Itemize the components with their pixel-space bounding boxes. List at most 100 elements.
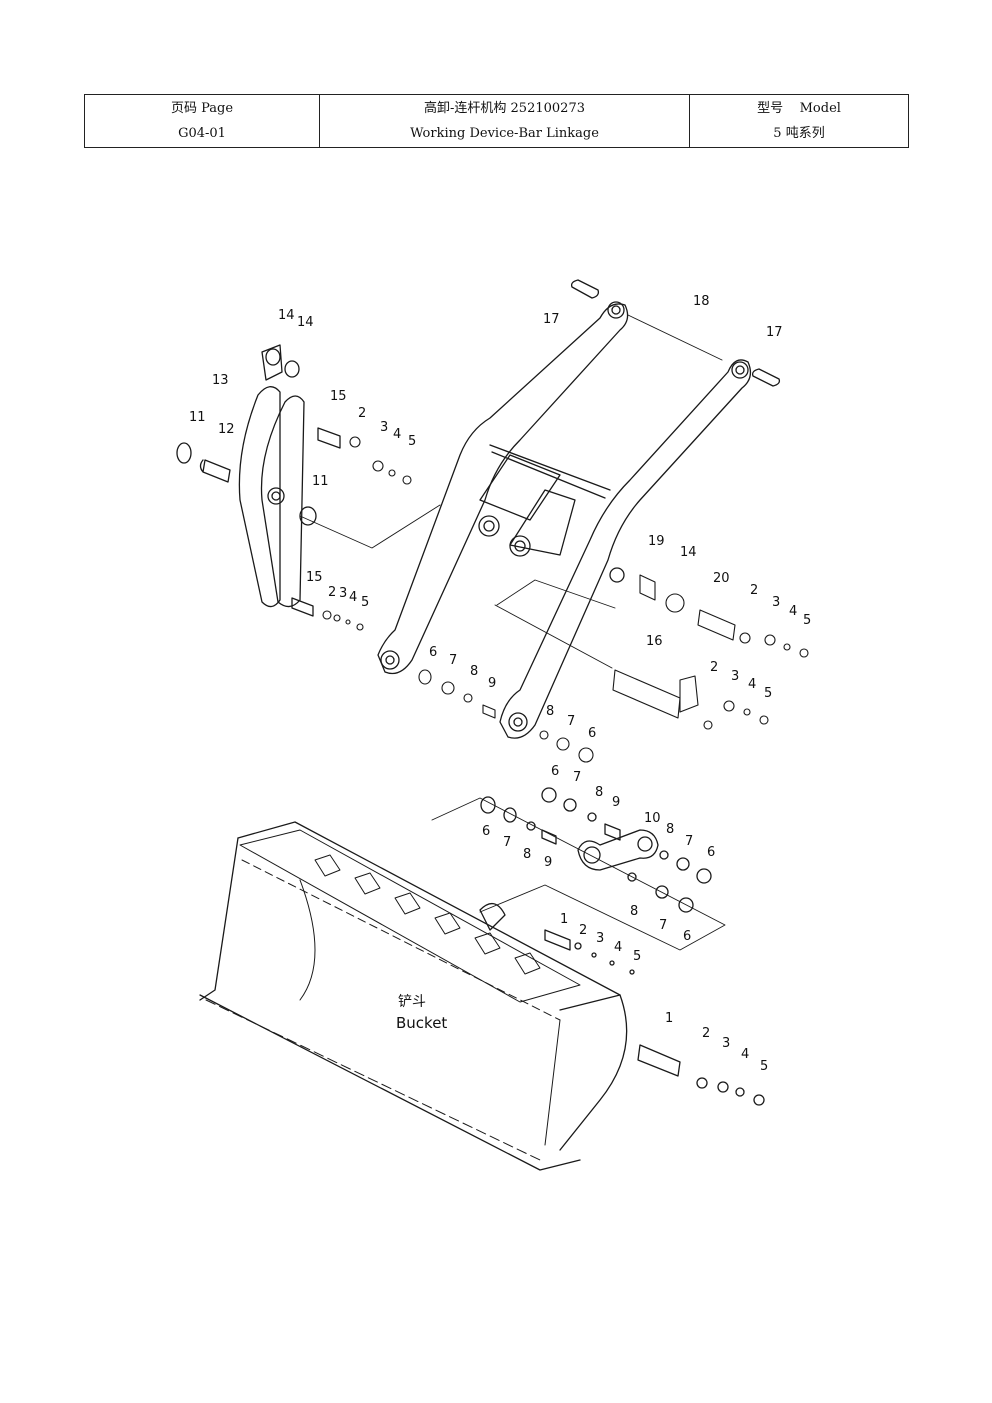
callout-19-c19: 19 [648,534,665,549]
callout-6-c6c: 6 [551,764,559,779]
callout-18-c18: 18 [693,294,710,309]
callout-12-c12: 12 [218,422,235,437]
callout-20-c20: 20 [713,571,730,586]
page-label: 页码 Page [170,101,234,116]
bushing-19 [639,574,656,601]
callout-4-c4e: 4 [614,940,622,955]
callout-9-c9c: 9 [544,855,552,870]
bucket-left-side [199,837,239,1001]
callout-11-c11b: 11 [312,474,329,489]
boom-top-left-hole [607,301,625,319]
boom-center-bracket [479,454,561,521]
callout-2-c2c: 2 [750,583,758,598]
callout-6-c6f: 6 [683,929,691,944]
callout-15-c15a: 15 [330,389,347,404]
callout-17-c17a: 17 [543,312,560,327]
washer-11a [176,442,192,464]
lever-plate-back [238,386,281,608]
callout-8-c8a: 8 [470,664,478,679]
bucket-cutting-edge [199,994,581,1171]
callout-3-c3c: 3 [772,595,780,610]
callout-7-c7b: 7 [567,714,575,729]
callout-7-c7c: 7 [573,770,581,785]
bucket-label-cn: 铲斗 [398,994,426,1010]
callout-6-c6d: 6 [482,824,490,839]
callout-3-c3a: 3 [380,420,388,435]
boom-cross-tube [489,444,611,499]
page-cell: 页码 Page G04-01 [85,95,320,147]
bushing-12 [199,459,231,483]
bucket-label-en: Bucket [396,1014,447,1032]
callout-16-c16: 16 [646,634,663,649]
callout-6-c6a: 6 [429,645,437,660]
callout-14-c14a: 14 [278,308,295,323]
callout-7-c7d: 7 [503,835,511,850]
callout-8-c8b: 8 [546,704,554,719]
callout-8-c8e: 8 [666,822,674,837]
callout-3-c3d: 3 [731,669,739,684]
callout-5-c5b: 5 [361,595,369,610]
page-number: G04-01 [178,126,226,141]
model-value: 5 吨系列 [773,126,825,141]
callout-7-c7f: 7 [659,918,667,933]
boom-bottom-left-hole [380,650,400,670]
lever-lug [261,344,283,381]
washer-14b [284,360,300,378]
callout-9-c9a: 9 [488,676,496,691]
bucket-back-edge [237,821,621,1011]
boom-lower-bracket [509,489,576,556]
callout-4-c4a: 4 [393,427,401,442]
pin-15b [291,597,314,617]
callout-7-c7e: 7 [685,834,693,849]
model-label: 型号 Model [757,101,841,116]
title-en: Working Device-Bar Linkage [410,126,599,141]
callout-2-c2e: 2 [579,923,587,938]
hardware-stacks [322,436,809,763]
tilt-lever [176,344,441,617]
callout-9-c9b: 9 [612,795,620,810]
callout-2-c2b: 2 [328,585,336,600]
callout-1-c1a: 1 [560,912,568,927]
boom-bottom-right-hole [508,712,528,732]
link-10 [431,787,726,951]
header-table: 页码 Page G04-01 高卸-连杆机构 252100273 Working… [84,94,909,148]
callout-1-c1b: 1 [665,1011,673,1026]
callout-4-c4b: 4 [349,590,357,605]
callout-4-c4c: 4 [789,604,797,619]
bucket-top-plate [239,829,581,1003]
callout-5-c5f: 5 [760,1059,768,1074]
pin-15a [317,427,341,449]
callout-2-c2a: 2 [358,406,366,421]
callout-10-c10: 10 [644,811,661,826]
pin-17-left [570,279,600,299]
callout-8-c8f: 8 [630,904,638,919]
lever-plate-front [260,395,305,608]
callout-14-c14b: 14 [297,315,314,330]
boom-left-arm [377,303,629,675]
callout-5-c5e: 5 [633,949,641,964]
callout-4-c4f: 4 [741,1047,749,1062]
model-cell: 型号 Model 5 吨系列 [690,95,908,147]
pin-20 [697,609,736,641]
title-cn: 高卸-连杆机构 252100273 [424,101,585,116]
callout-11-c11a: 11 [189,410,206,425]
callout-2-c2f: 2 [702,1026,710,1041]
callout-8-c8c: 8 [595,785,603,800]
boom-right-arm [499,359,752,739]
callout-3-c3e: 3 [596,931,604,946]
callout-3-c3f: 3 [722,1036,730,1051]
callout-6-c6e: 6 [707,845,715,860]
callout-15-c15b: 15 [306,570,323,585]
callout-5-c5c: 5 [803,613,811,628]
washer-14a [265,348,281,366]
callout-6-c6b: 6 [588,726,596,741]
callout-3-c3b: 3 [339,586,347,601]
callout-5-c5d: 5 [764,686,772,701]
callout-17-c17b: 17 [766,325,783,340]
pin-17-right [751,368,781,387]
callout-8-c8d: 8 [523,847,531,862]
pin-16 [612,669,681,719]
callout-14-c14c: 14 [680,545,697,560]
